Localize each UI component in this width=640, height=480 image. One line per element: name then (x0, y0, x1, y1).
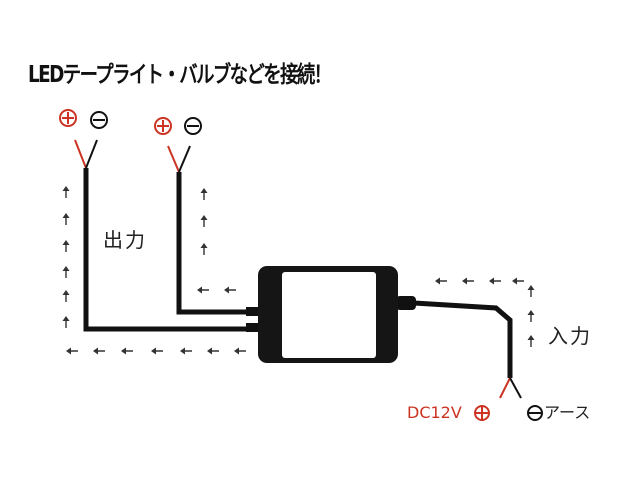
connect-instruction-headline: LEDテープライト・バルブなどを接続！ (28, 62, 332, 88)
output-1-terminals (59, 109, 108, 129)
output-wire-1 (74, 139, 250, 332)
input-flow-arrows (435, 277, 535, 347)
dc12v-label: DC12V (407, 403, 462, 422)
minus-terminal-icon (184, 117, 202, 135)
ground-label: アース (544, 403, 591, 422)
minus-terminal-icon (527, 405, 543, 421)
plus-terminal-icon (154, 117, 172, 135)
output-label: 出力 (103, 228, 147, 252)
plus-terminal-icon (474, 405, 490, 421)
output-wire-2 (167, 145, 250, 315)
output-2-terminals (154, 117, 202, 135)
input-wire (413, 300, 522, 399)
plus-terminal-icon (59, 109, 77, 127)
input-label: 入力 (548, 324, 592, 348)
minus-terminal-icon (90, 111, 108, 129)
controller-module (246, 266, 416, 363)
